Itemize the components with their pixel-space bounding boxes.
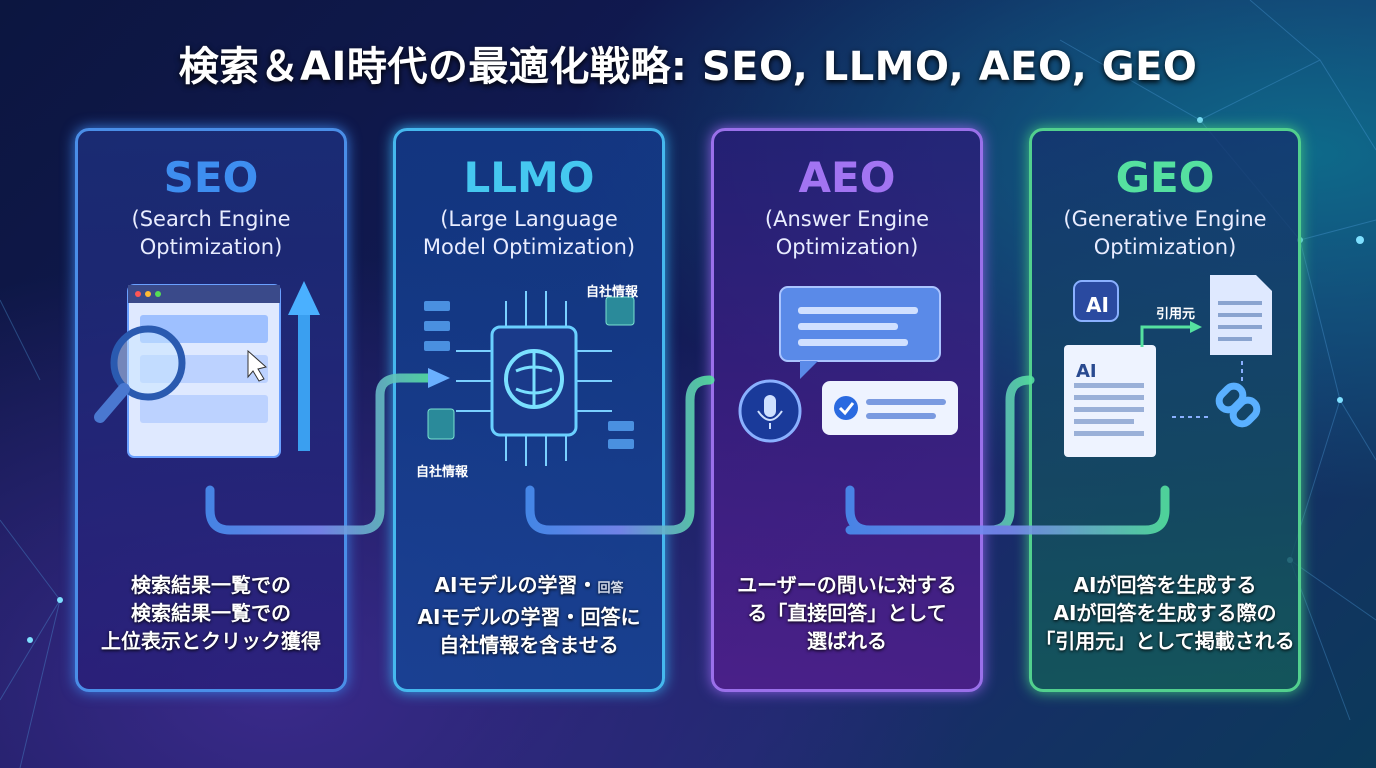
ai-document-icon (1064, 345, 1156, 457)
document-icon (605, 296, 635, 326)
link-icon (1215, 382, 1261, 428)
search-results-illustration (94, 281, 320, 458)
document-icon (427, 408, 455, 440)
document-ai-label: AI (1076, 361, 1097, 382)
check-icon (834, 396, 858, 420)
ai-robot-icon (1073, 280, 1119, 322)
company-info-label: 自社情報 (586, 285, 639, 300)
company-info-label: 自社情報 (416, 465, 469, 480)
robot-ai-label: AI (1086, 293, 1109, 317)
citation-source-label: 引用元 (1156, 307, 1196, 322)
card-title: LLMO (463, 153, 595, 202)
card-title: SEO (163, 153, 259, 202)
magnifier-icon (110, 325, 186, 401)
card-description: 検索結果一覧での検索結果一覧での上位表示とクリック獲得 (101, 573, 321, 653)
ai-chip-illustration (424, 291, 635, 466)
up-arrow-icon (298, 311, 310, 451)
card-title: AEO (798, 153, 896, 202)
answer-chat-illustration (738, 286, 958, 443)
card-title: GEO (1115, 153, 1215, 202)
page-title: 検索＆AI時代の最適化戦略: SEO, LLMO, AEO, GEO (178, 44, 1198, 90)
citation-illustration (1064, 275, 1272, 457)
card-description: ユーザーの問いに対するる「直接回答」として選ばれる (737, 573, 957, 653)
arrow-icon (1140, 325, 1192, 347)
